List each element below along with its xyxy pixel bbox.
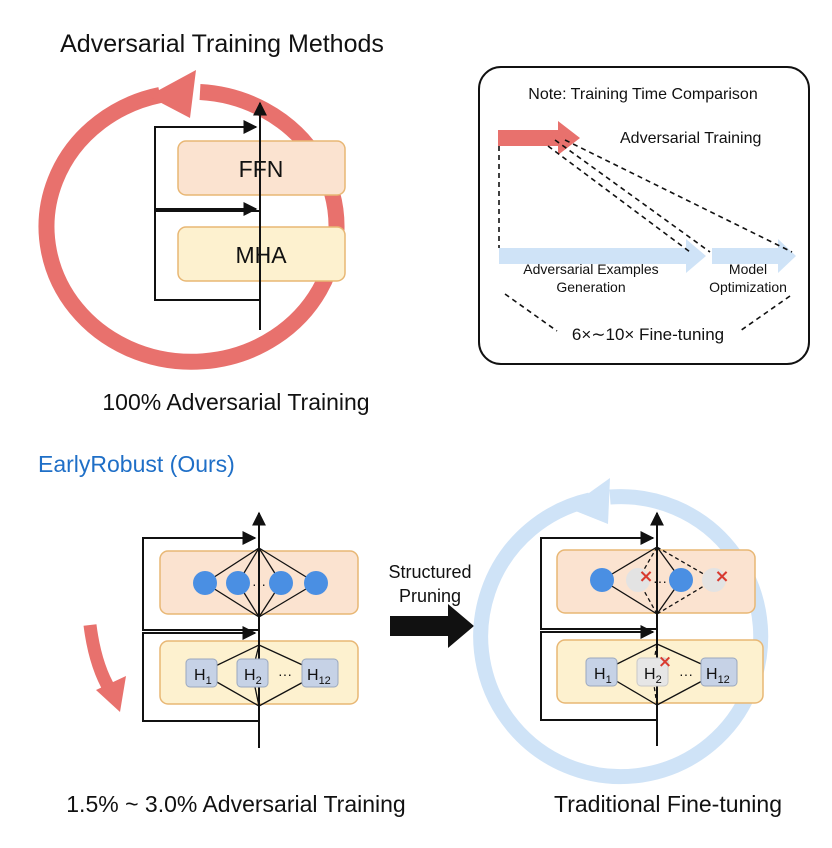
- mha-label: MHA: [235, 242, 287, 268]
- right-head1-label: H1: [594, 666, 612, 686]
- head-1: [185, 658, 218, 688]
- early-red-arrow: [83, 624, 126, 712]
- head-1: [585, 657, 618, 687]
- neuron: [269, 571, 293, 595]
- early-head-dots: ···: [278, 666, 292, 682]
- ffn-label: FFN: [239, 156, 284, 182]
- note-finetune: 6×∼10× Fine-tuning: [572, 325, 724, 344]
- top-caption: 100% Adversarial Training: [102, 389, 369, 415]
- right-head2-label: H2: [644, 666, 662, 686]
- head-2-pruned: [636, 657, 669, 687]
- pruning-label-2: Pruning: [399, 586, 461, 606]
- note-box: [478, 66, 810, 365]
- note-dashed-lines: [498, 139, 793, 332]
- right-block: [540, 511, 764, 746]
- right-head-dots: ···: [679, 666, 693, 682]
- neuron: [669, 568, 693, 592]
- early-head12-label: H12: [307, 667, 331, 687]
- right-head12-label: H12: [706, 666, 730, 686]
- neuron-pruned: [626, 568, 650, 592]
- ffn-box: [177, 140, 346, 196]
- prune-cross-head-2: ×: [658, 652, 672, 672]
- prune-cross-neuron-2: ×: [638, 566, 653, 587]
- neuron: [304, 571, 328, 595]
- note-title: Note: Training Time Comparison: [528, 86, 757, 103]
- note-model-opt-1: Model: [729, 261, 767, 277]
- note-adv-examples-2: Generation: [556, 279, 625, 295]
- prune-cross-neuron-4: ×: [714, 566, 729, 587]
- note-blue-arrow-1: [499, 239, 706, 273]
- neuron: [226, 571, 250, 595]
- mha-box: [177, 226, 346, 282]
- note-adv-examples-1: Adversarial Examples: [523, 261, 658, 277]
- note-adv-training: Adversarial Training: [620, 130, 761, 147]
- head-2: [236, 658, 269, 688]
- early-caption: 1.5% ~ 3.0% Adversarial Training: [66, 791, 405, 817]
- top-title: Adversarial Training Methods: [60, 30, 384, 58]
- pruning-arrow: [390, 604, 474, 648]
- neuron: [193, 571, 217, 595]
- early-head1-label: H1: [194, 667, 212, 687]
- early-title: EarlyRobust (Ours): [38, 451, 235, 477]
- note-blue-arrow-2: [712, 239, 796, 273]
- right-neuron-dots: ···: [653, 573, 667, 589]
- pruning-label-1: Structured: [388, 562, 471, 582]
- head-12: [301, 658, 339, 688]
- note-red-arrow: [498, 121, 580, 155]
- early-block: [142, 511, 359, 748]
- neuron: [590, 568, 614, 592]
- transformer-block-top: [154, 101, 346, 330]
- early-head2-label: H2: [244, 667, 262, 687]
- right-caption: Traditional Fine-tuning: [554, 791, 782, 817]
- neuron-pruned: [702, 568, 726, 592]
- head-12: [700, 657, 738, 687]
- red-cycle-arrow: [38, 70, 345, 370]
- early-neuron-dots: ···: [252, 576, 266, 592]
- blue-cycle-arrow: [473, 478, 769, 785]
- note-model-opt-2: Optimization: [709, 279, 787, 295]
